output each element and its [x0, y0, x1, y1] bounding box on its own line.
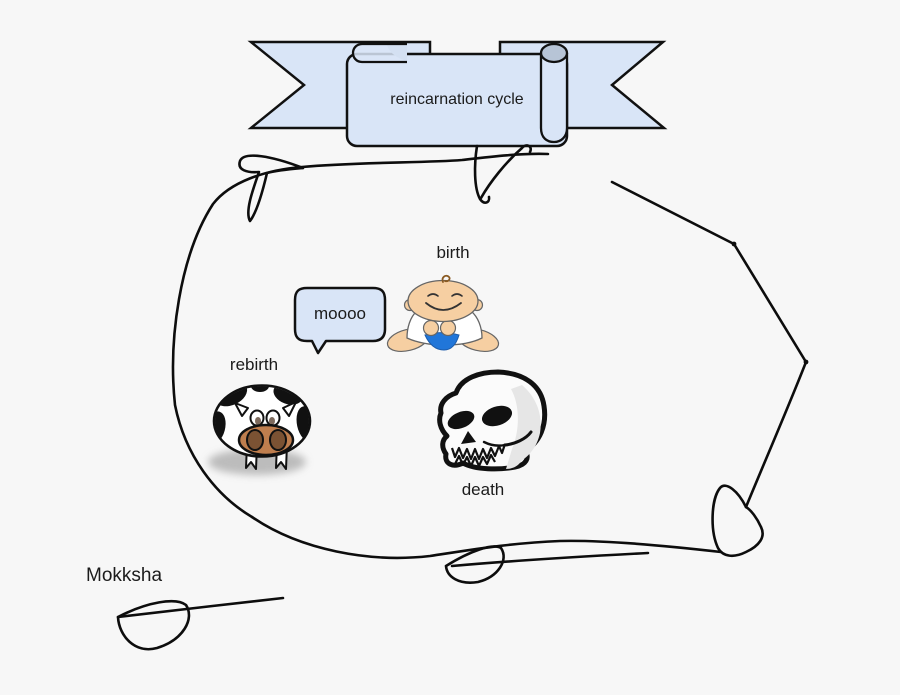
cycle-arrow-bottom-right: [711, 484, 764, 558]
cycle-loop: [171, 144, 809, 584]
mokksha-exit-arrow: [116, 596, 285, 651]
speech-bubble: [293, 286, 387, 355]
stroke-joint-dot: [803, 359, 809, 365]
label-death: death: [461, 480, 505, 499]
banner-title: reincarnation cycle: [390, 91, 524, 108]
cycle-arrow-under-banner-edge: [479, 144, 532, 200]
cycle-arrow-bottom-center-line: [450, 551, 650, 568]
cycle-arrow-bottom-center: [444, 545, 505, 584]
cycle-arrow-top-left: [238, 154, 305, 223]
label-birth: birth: [436, 243, 470, 262]
mokksha-arrow-head: [116, 599, 191, 651]
banner-left-curl: [351, 42, 407, 64]
banner-right-roll-top: [539, 42, 569, 64]
label-rebirth: rebirth: [229, 355, 279, 374]
mokksha-arrow-line: [116, 596, 285, 619]
skull-icon: [437, 369, 548, 472]
cycle-left-top-stroke: [171, 152, 550, 519]
speech-bubble-text: moooo: [314, 304, 366, 323]
cycle-arrow-under-banner: [473, 144, 491, 204]
baby-icon: [386, 274, 500, 352]
label-mokksha: Mokksha: [86, 565, 163, 586]
cycle-right-stroke: [610, 180, 808, 509]
stroke-joint-dot: [731, 241, 737, 247]
banner-right-roll: [539, 53, 569, 144]
ribbon-banner: [247, 40, 668, 148]
cycle-bottom-stroke: [250, 515, 723, 560]
cow-icon: [208, 384, 312, 475]
